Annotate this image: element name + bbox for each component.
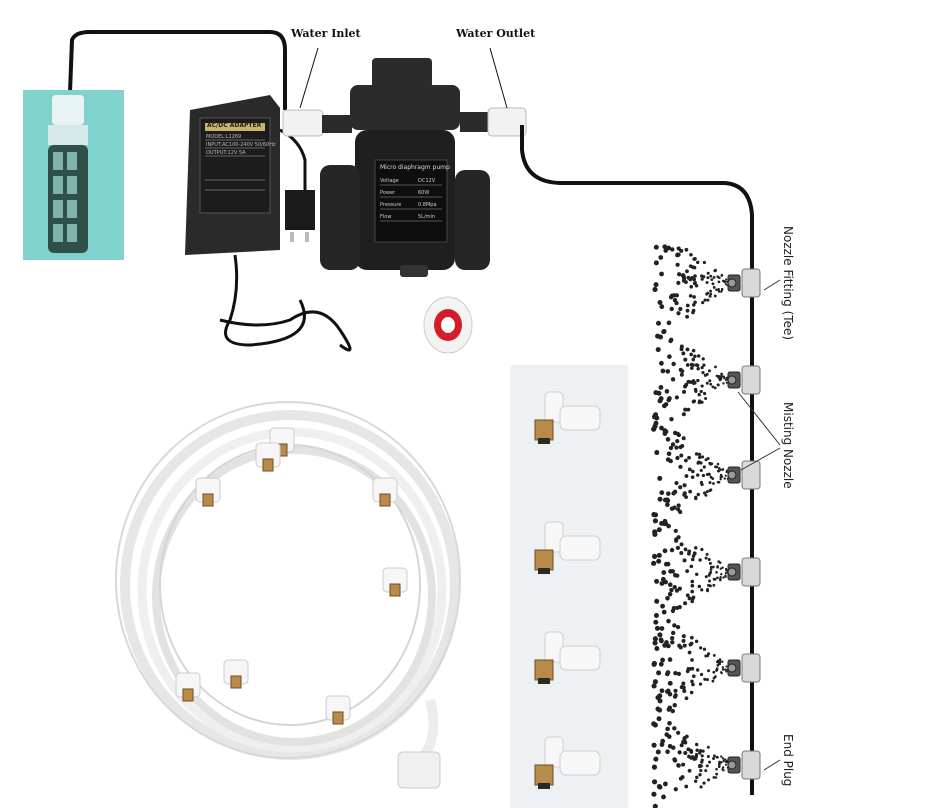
coil-nozzle xyxy=(372,477,398,507)
pump-brand: Micro diaphragm pump xyxy=(380,164,450,171)
end-plug-label: End Plug xyxy=(781,734,795,787)
coiled-hose-kit xyxy=(115,401,461,789)
adapter-line1: MODEL:L1269 xyxy=(206,134,242,140)
tee-fitting xyxy=(534,736,601,789)
nozzle-unit xyxy=(651,618,761,722)
inlet-fitting xyxy=(282,109,352,137)
outlet-pointer xyxy=(489,47,508,109)
inlet-pointer xyxy=(299,47,319,109)
tee-fitting xyxy=(534,631,601,684)
nozzle-unit xyxy=(653,328,761,433)
output-tube xyxy=(520,125,754,795)
nozzle-unit xyxy=(652,244,761,339)
coil-nozzle xyxy=(223,659,249,689)
misting-nozzle-label: Misting Nozzle xyxy=(781,402,795,489)
tee-fitting xyxy=(534,521,601,574)
nozzle-fitting-label: Nozzle Fitting (Tee) xyxy=(781,226,795,341)
power-adapter xyxy=(185,95,352,352)
adapter-line2: INPUT:AC100-240V 50/60Hz xyxy=(206,142,276,148)
pump-pressure-value: 0.8Mpa xyxy=(418,202,437,208)
nozzle-unit xyxy=(651,511,761,619)
pump-power-value: 60W xyxy=(418,190,430,196)
water-filter xyxy=(23,90,124,260)
nozzle-diagram xyxy=(651,244,761,808)
pump-power-label: Power xyxy=(380,190,396,196)
coil-nozzle xyxy=(175,672,201,702)
tee-fitting xyxy=(534,391,601,444)
coil-nozzle xyxy=(195,477,221,507)
pump-flow-label: Flow xyxy=(380,214,392,220)
pump-pressure-label: Pressure xyxy=(380,202,402,208)
adapter-line3: OUTPUT:12V 5A xyxy=(206,150,246,156)
tee-fittings-column xyxy=(510,365,628,808)
water-inlet-label: Water Inlet xyxy=(291,27,361,40)
coil-nozzle xyxy=(382,567,408,597)
water-outlet-label: Water Outlet xyxy=(456,27,536,40)
supply-tube xyxy=(68,30,287,110)
pump-voltage-label: Voltage xyxy=(380,178,399,184)
thread-seal-tape xyxy=(423,296,473,354)
adapter-title: AC/DC ADAPTER xyxy=(207,122,262,129)
end-nozzle xyxy=(651,706,761,808)
coil-nozzle xyxy=(325,695,351,725)
diaphragm-pump xyxy=(320,58,490,277)
pump-flow-value: 5L/min xyxy=(418,214,436,220)
outlet-fitting xyxy=(460,107,527,137)
coil-nozzle xyxy=(255,442,281,472)
pump-voltage-value: DC12V xyxy=(418,178,436,184)
nozzle-unit xyxy=(651,414,761,535)
